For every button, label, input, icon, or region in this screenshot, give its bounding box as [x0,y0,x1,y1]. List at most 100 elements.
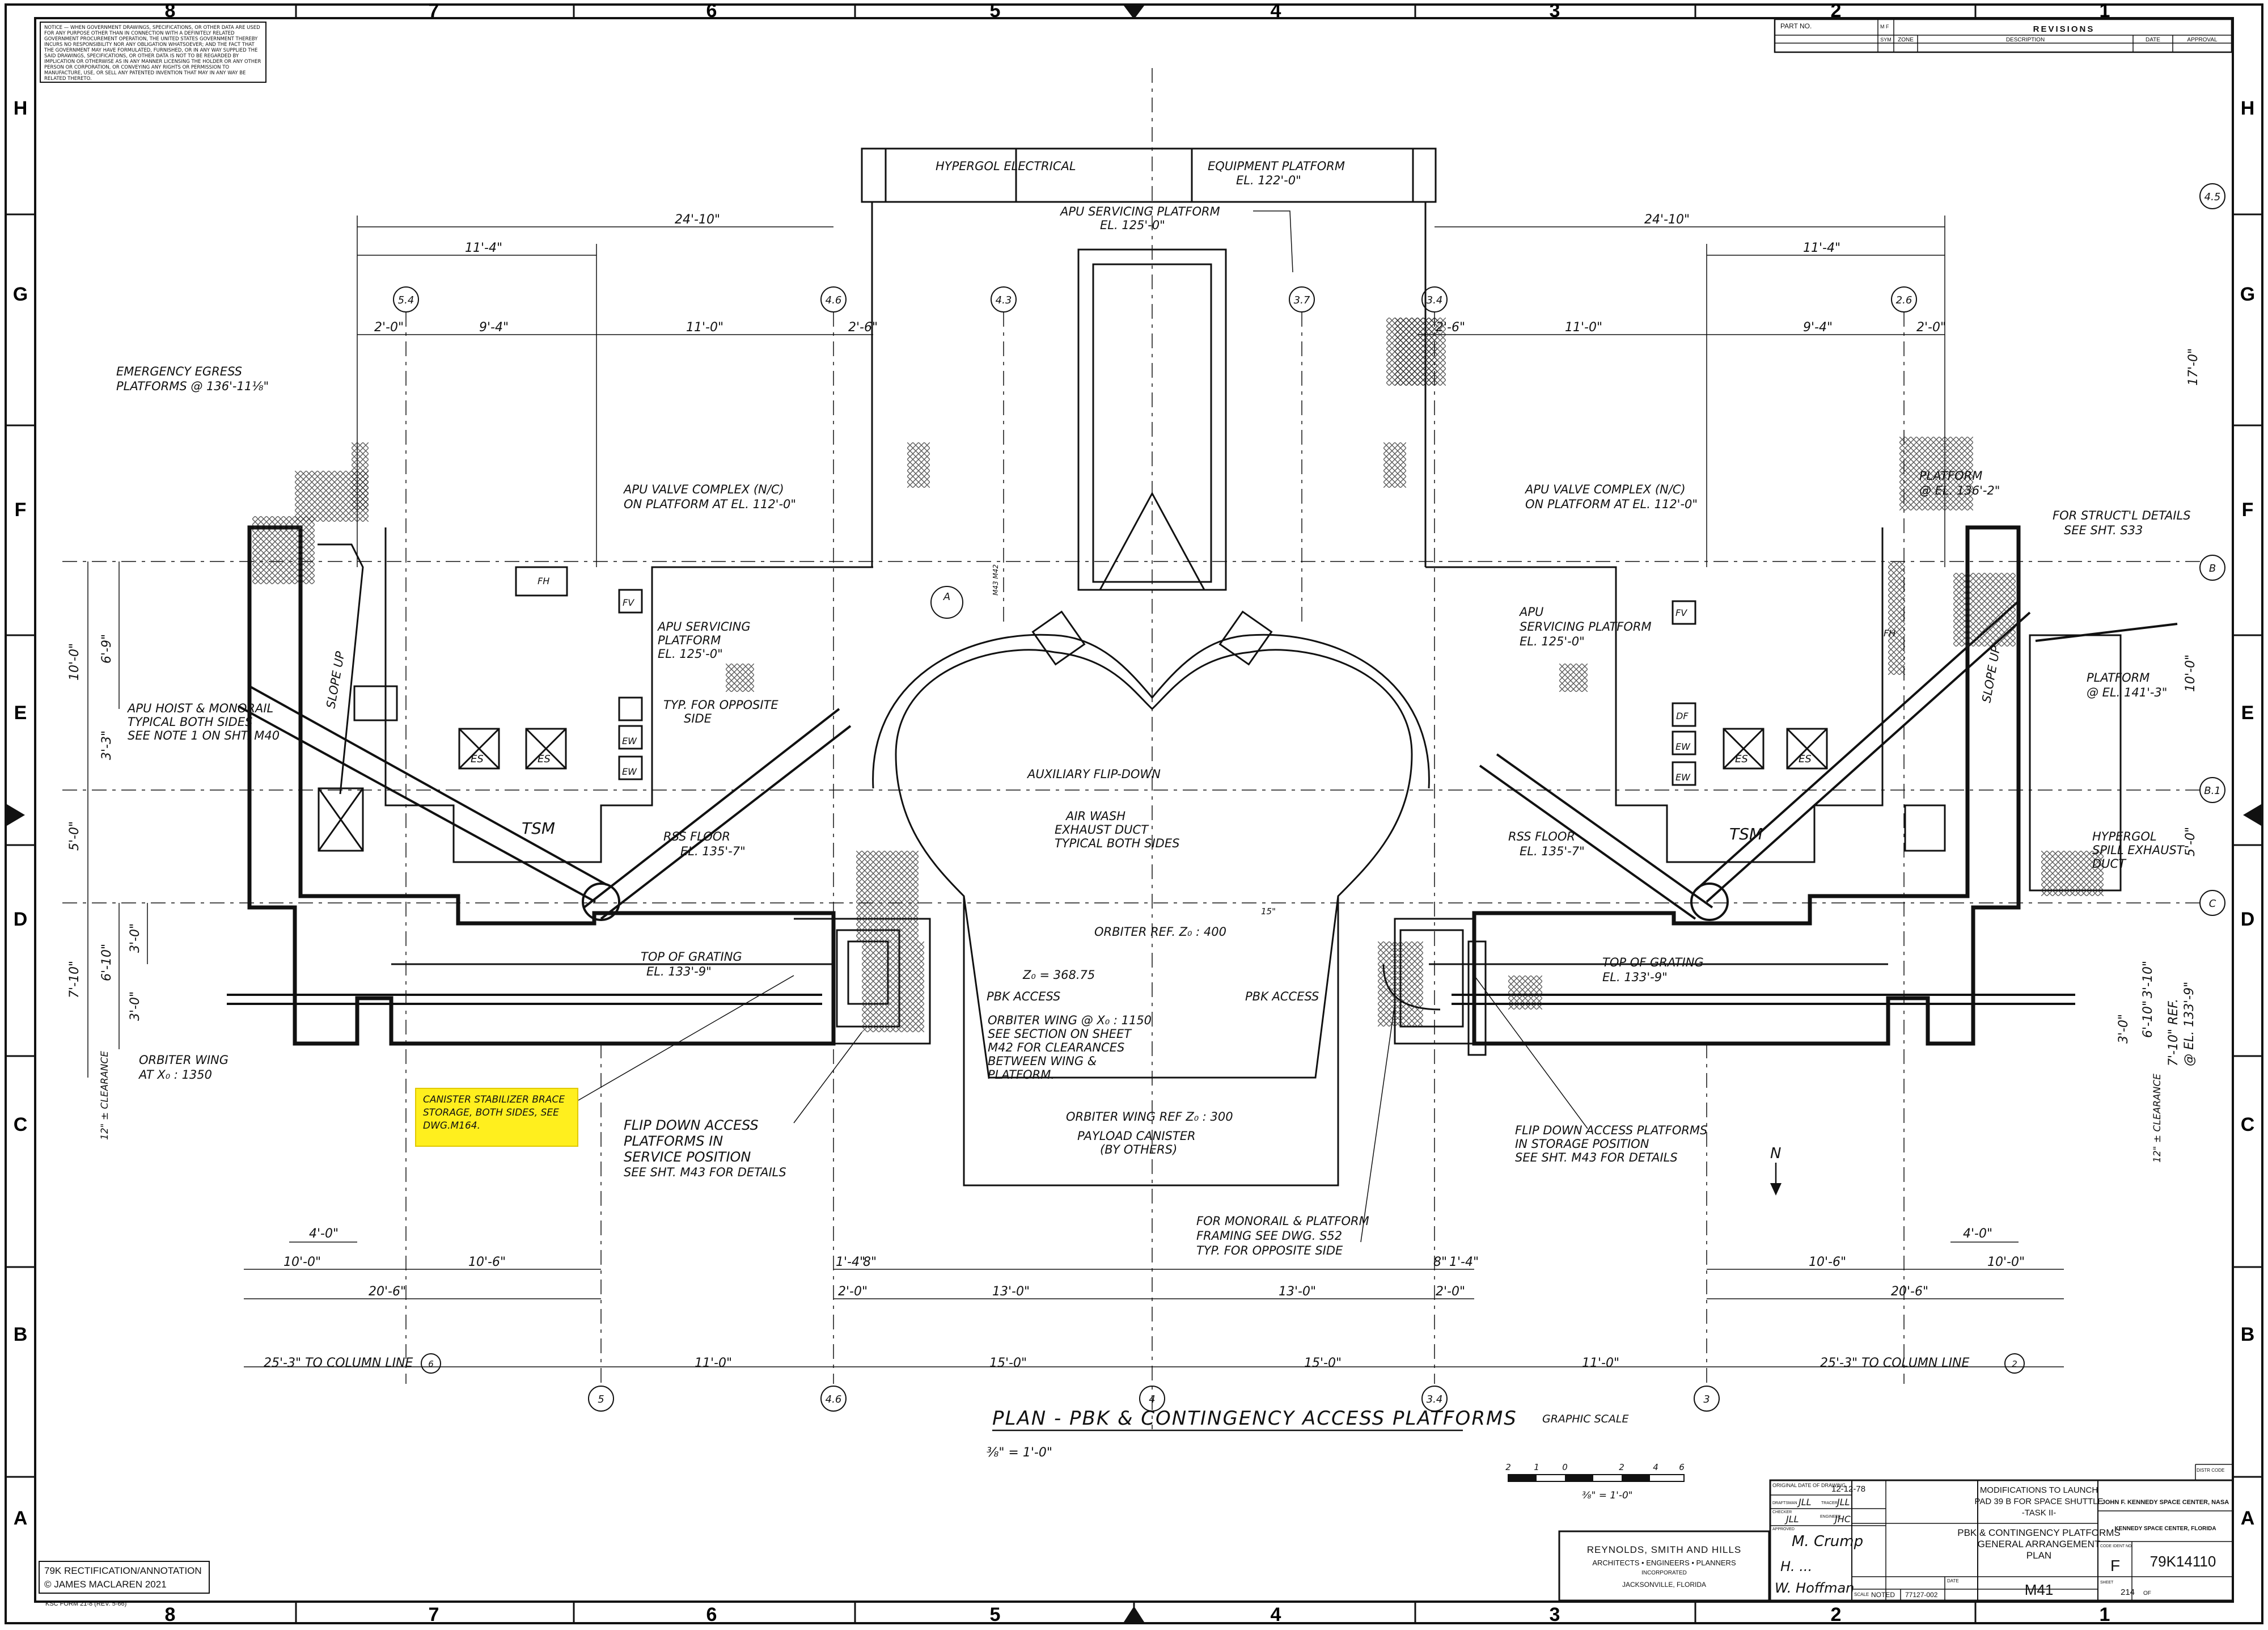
sheet-number: 214 [2121,1587,2135,1597]
note: @ EL. 136'-2" [1919,484,2000,497]
row-label: D [2241,909,2255,930]
row-label: B [14,1324,28,1345]
dim: 15" [1261,906,1276,917]
tag: EW [622,766,637,777]
row-label: G [13,284,28,305]
col-label: 5 [990,1604,1001,1625]
note: APU VALVE COMPLEX (N/C) [623,483,784,496]
engineer: JHC [1833,1514,1851,1525]
rev-col-approval: APPROVAL [2187,37,2218,43]
row-label: E [2241,702,2254,724]
grid-lines [62,312,2200,1384]
dim: 2'-0" [1436,1285,1465,1299]
dim: 9'-4" [479,320,509,335]
plan-notes: EMERGENCY EGRESS PLATFORMS @ 136'-11⅛" A… [116,365,2191,1257]
note: AT X₀ : 1350 [138,1068,212,1082]
note: AUXILIARY FLIP-DOWN [1026,767,1161,781]
government-notice: Notice — When government drawings, speci… [40,22,266,83]
row-label: A [14,1507,28,1529]
dim: 1'-4" [836,1255,865,1269]
center-mark-top [1124,6,1144,19]
dim: @ EL. 133'-9" [2182,982,2197,1066]
firm-name: REYNOLDS, SMITH AND HILLS [1587,1544,1742,1555]
row-label: B [2241,1324,2255,1345]
title-line1: MODIFICATIONS TO LAUNCH [1980,1485,2098,1495]
right-dim-labels: 10'-0" 5'-0" 3'-10" 6'-10" 7'-10" REF. @… [2117,654,2198,1163]
plan-title: PLAN - PBK & CONTINGENCY ACCESS PLATFORM… [992,1407,1517,1430]
row-labels-left: H G F E D C B A [13,98,28,1529]
job-number: 77127-002 [1905,1591,1938,1599]
equipment-platform-el: EL. 122'-0" [1236,174,1301,187]
dim: 5'-0" [67,821,82,851]
tag: FH [538,576,549,586]
row-label: E [14,702,27,724]
note: HYPERGOL [2092,830,2157,843]
note: PLATFORM [658,634,721,647]
dim: 24'-10" [1644,213,1690,227]
title-line4: PBK & CONTINGENCY PLATFORMS [1957,1527,2120,1538]
of-label: OF [2143,1590,2151,1597]
note: Z₀ = 368.75 [1022,968,1095,982]
plan-scale: ⅜" = 1'-0" [987,1446,1052,1460]
col-line-right: 25'-3" TO COLUMN LINE [1820,1356,1970,1370]
grid-bubble: 5 [598,1393,604,1405]
top-dims-right [1417,216,1945,567]
north-arrow: N [1770,1145,1782,1196]
note: TOP OF GRATING [641,950,742,964]
title-line5: GENERAL ARRANGEMENT [1978,1539,2101,1549]
dim: 6'-9" [100,634,114,664]
dim: 6'-10" [100,944,114,981]
dim: 2'-6" [848,320,878,335]
col-line-left: 25'-3" TO COLUMN LINE [264,1356,413,1370]
note: TYPICAL BOTH SIDES [128,715,252,729]
title-line3: -TASK II- [2022,1508,2057,1518]
graphic-scale: GRAPHIC SCALE 2 1 0 2 4 6 ⅜" = 1'-0" [1505,1413,1685,1501]
note: PBK ACCESS [987,990,1060,1003]
apu-platform-top-el: EL. 125'-0" [1100,218,1165,232]
scale-tick: 1 [1534,1462,1539,1472]
grid-bubble: 3.7 [1294,294,1310,306]
grid-bubble: 5.4 [398,294,414,306]
title-line2: PAD 39 B FOR SPACE SHUTTLE [1975,1497,2104,1506]
rev-col-date: DATE [2146,37,2160,43]
note: PLATFORMS IN [624,1133,723,1149]
note: SEE SHT. S33 [2064,523,2143,537]
dim: 3'-0" [128,991,142,1021]
col-label: 4 [1271,1604,1281,1625]
center-tower [1077,248,1227,591]
dim: 24'-10" [675,213,720,227]
right-apu-hoist [1452,600,2178,1005]
grid-bubble: 4.6 [826,1393,842,1405]
agency-line1: JOHN F. KENNEDY SPACE CENTER, NASA [2102,1499,2229,1506]
equipment-tags: FH FH FV FV EW EW EW EW DF ES ES ES ES [471,576,1895,783]
col-label: 3 [1550,0,1560,22]
note: EL. 135'-7" [680,844,746,858]
row-label: D [14,909,28,930]
section-a-letter: A [943,591,950,603]
size-label: CODE IDENT NO. [2100,1544,2132,1548]
leader [1474,975,1588,1129]
note: M42 FOR CLEARANCES [988,1041,1124,1054]
column-labels-bottom: 8 7 6 5 4 3 2 1 [165,1604,2110,1625]
right-platform-outline [1472,525,2021,1046]
size-value: F [2110,1557,2120,1574]
col-label: 2 [1831,0,1842,22]
col-label: 1 [2100,1604,2110,1625]
dim: 8" [863,1255,877,1269]
revisions-title: REVISIONS [2033,24,2095,34]
leader [793,1032,862,1124]
dim: 7'-10" REF. [2167,999,2181,1066]
credit-line2: © JAMES MACLAREN 2021 [44,1579,167,1590]
note: SEE NOTE 1 ON SHT. M40 [128,729,280,742]
note: SLOPE UP [324,650,347,710]
dim: 5'-0" [2184,827,2198,856]
note: (BY OTHERS) [1100,1143,1177,1156]
dim: 17'-0" [2186,348,2201,386]
grid-bubble: 3 [1703,1393,1710,1405]
leader [1253,210,1293,273]
dim: 11'-4" [465,241,502,255]
dim: 10'-0" [67,643,82,681]
grid-bubble: 4.3 [996,294,1012,306]
graphic-scale-unit: ⅜" = 1'-0" [1582,1490,1633,1501]
col-label: 5 [990,0,1001,22]
